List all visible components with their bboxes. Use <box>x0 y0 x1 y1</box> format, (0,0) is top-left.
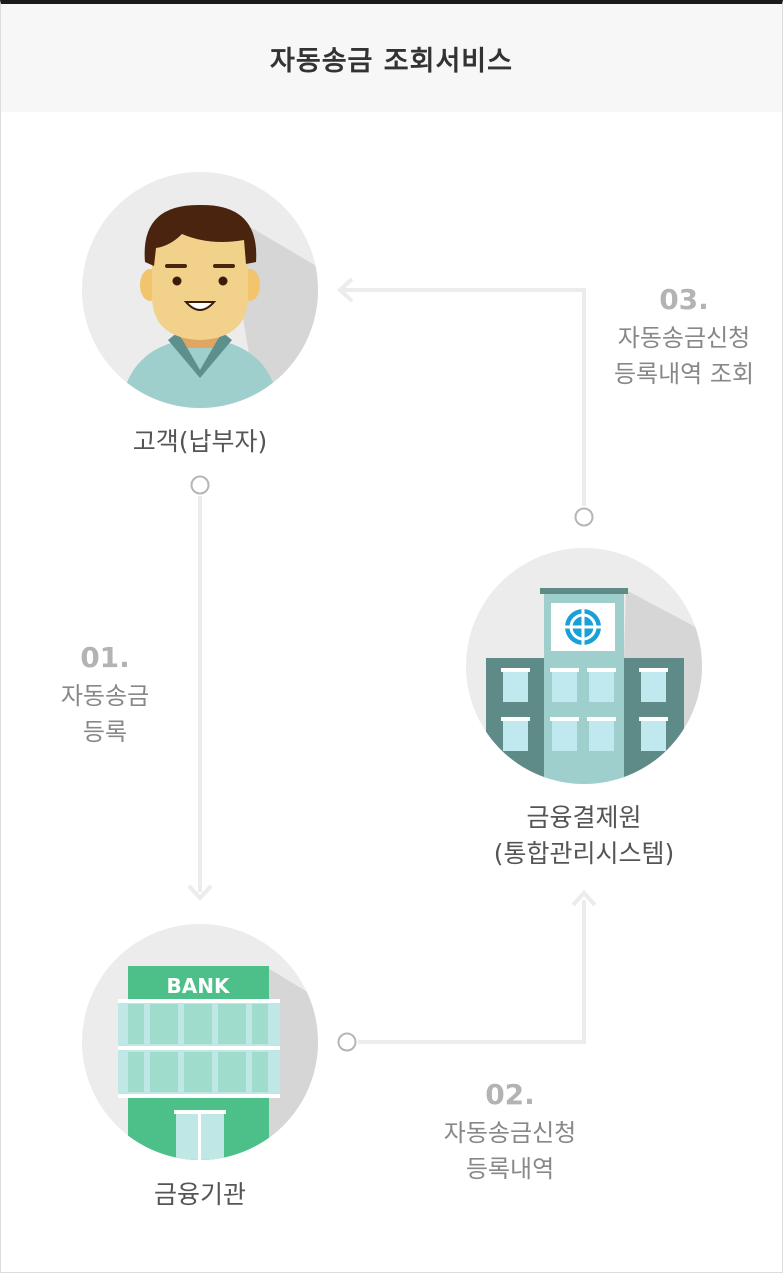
header: 자동송금 조회서비스 <box>1 4 782 112</box>
step-02-line2: 등록내역 <box>465 1155 555 1183</box>
kftc-label-line2: (통합관리시스템) <box>493 839 675 868</box>
connector-02 <box>358 900 586 1044</box>
step-01-line1: 자동송금 <box>60 682 150 710</box>
step-01-number: 01. <box>80 641 130 674</box>
step-03-line2: 등록내역 조회 <box>613 360 755 388</box>
arrow-head-down <box>187 884 213 901</box>
step-02: 02. 자동송금신청 등록내역 <box>405 1075 615 1187</box>
step-01-line2: 등록 <box>82 718 128 746</box>
bank-sign-text: BANK <box>167 974 231 998</box>
bank-building-icon: BANK <box>82 924 318 1160</box>
customer-icon <box>82 172 318 408</box>
endpoint-02 <box>337 1032 357 1052</box>
connectors <box>187 277 597 1044</box>
connector-03 <box>340 288 586 506</box>
bank-label: 금융기관 <box>80 1177 320 1213</box>
step-02-number: 02. <box>485 1078 535 1111</box>
connector-endpoints <box>190 475 594 1052</box>
step-03: 03. 자동송금신청 등록내역 조회 <box>585 280 783 392</box>
bank-label-text: 금융기관 <box>153 1180 246 1209</box>
step-03-line1: 자동송금신청 <box>617 324 751 352</box>
endpoint-03 <box>574 507 594 527</box>
endpoint-01 <box>190 475 210 495</box>
step-03-number: 03. <box>659 283 709 316</box>
customer-label-text: 고객(납부자) <box>132 427 268 456</box>
step-02-line1: 자동송금신청 <box>443 1119 577 1147</box>
page-title: 자동송금 조회서비스 <box>270 45 513 77</box>
arrow-head-up <box>571 890 597 907</box>
customer-label: 고객(납부자) <box>80 424 320 460</box>
kftc-building-icon <box>466 548 702 784</box>
kftc-label-line1: 금융결제원 <box>526 803 642 832</box>
arrow-head-left <box>337 277 354 303</box>
step-01: 01. 자동송금 등록 <box>20 638 190 750</box>
kftc-label: 금융결제원 (통합관리시스템) <box>464 800 704 872</box>
